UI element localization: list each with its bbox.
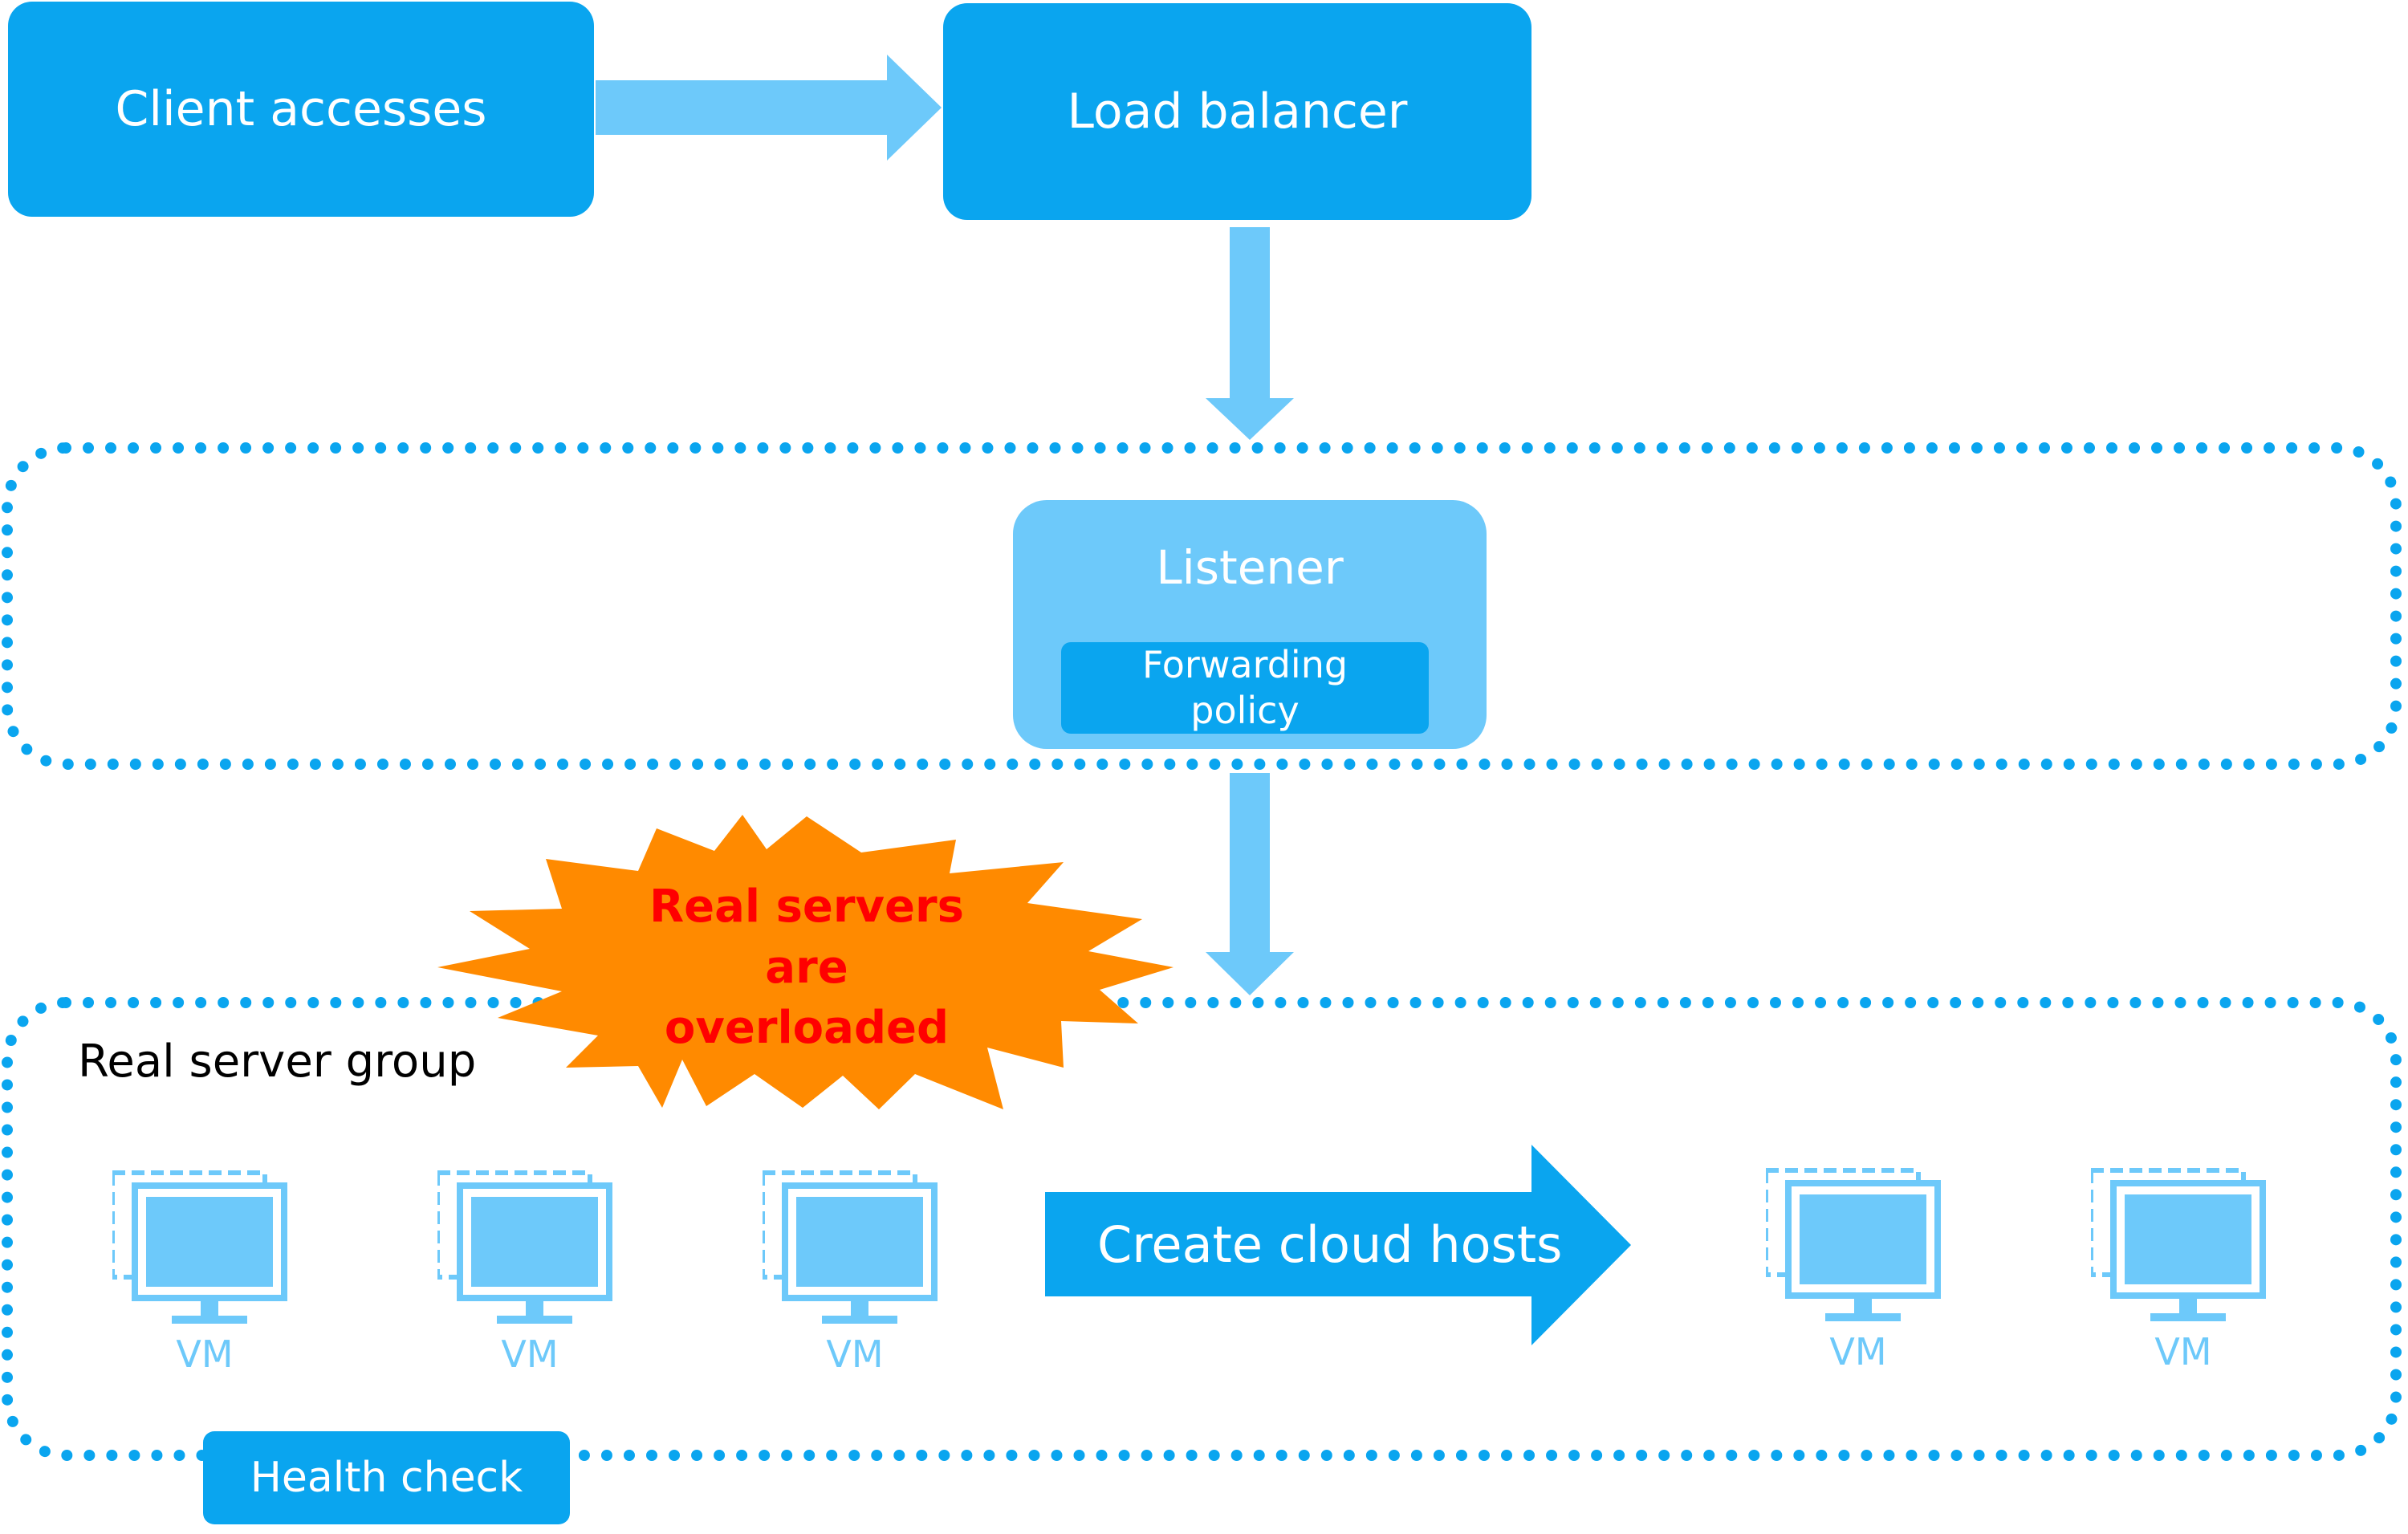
listener-region bbox=[2, 442, 2402, 770]
vm-label: VM bbox=[176, 1333, 234, 1376]
forwarding-policy-label: Forwarding policy bbox=[1141, 642, 1348, 733]
vm-item: VM bbox=[1763, 1166, 1950, 1374]
create-cloud-hosts-label: Create cloud hosts bbox=[1097, 1215, 1563, 1274]
listener-box: Listener Forwarding policy bbox=[1013, 500, 1487, 749]
forwarding-policy-box: Forwarding policy bbox=[1061, 642, 1429, 734]
client-label: Client accesses bbox=[115, 81, 487, 137]
vm-label: VM bbox=[501, 1333, 559, 1376]
vm-item: VM bbox=[760, 1168, 947, 1377]
arrow-listener-to-group bbox=[1206, 773, 1294, 995]
monitor-icon bbox=[2089, 1168, 2266, 1321]
arrow-lb-to-listener bbox=[1206, 227, 1294, 440]
overload-alert-line1: Real servers bbox=[649, 881, 964, 933]
health-check-box: Health check bbox=[203, 1431, 570, 1524]
overload-alert-text: Real servers are overloaded bbox=[642, 877, 971, 1059]
overload-alert-line2: are bbox=[765, 941, 848, 994]
vm-item: VM bbox=[435, 1168, 622, 1377]
overload-alert-line3: overloaded bbox=[664, 1002, 950, 1055]
monitor-icon bbox=[1763, 1168, 1941, 1321]
arrow-client-to-lb bbox=[596, 55, 942, 161]
vm-item: VM bbox=[2089, 1166, 2276, 1374]
vm-label: VM bbox=[826, 1333, 884, 1376]
load-balancer-box: Load balancer bbox=[943, 3, 1531, 220]
listener-label: Listener bbox=[1156, 540, 1344, 595]
real-server-group-label: Real server group bbox=[78, 1036, 477, 1088]
load-balancer-label: Load balancer bbox=[1067, 83, 1408, 140]
health-check-label: Health check bbox=[250, 1454, 523, 1502]
vm-label: VM bbox=[2154, 1330, 2212, 1373]
monitor-icon bbox=[435, 1170, 612, 1324]
vm-item: VM bbox=[110, 1168, 297, 1377]
monitor-icon bbox=[110, 1170, 287, 1324]
starburst-icon bbox=[437, 815, 1173, 1109]
create-cloud-hosts-arrow bbox=[1045, 1145, 1631, 1345]
monitor-icon bbox=[760, 1170, 938, 1324]
vm-label: VM bbox=[1829, 1330, 1887, 1373]
client-box: Client accesses bbox=[8, 2, 594, 217]
